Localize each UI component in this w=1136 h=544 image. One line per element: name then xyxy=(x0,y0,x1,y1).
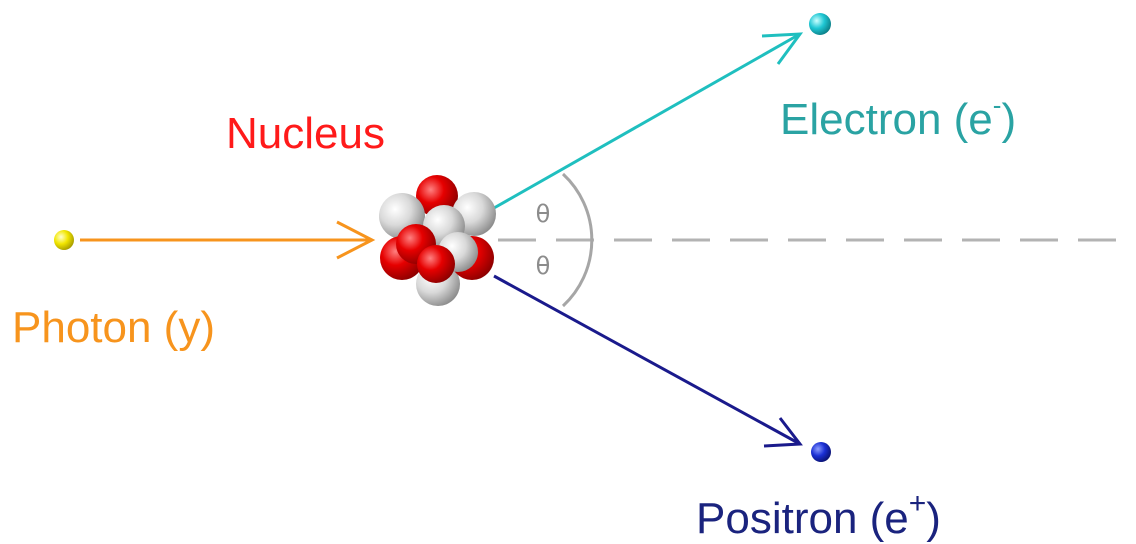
electron-label-close: ) xyxy=(1001,95,1016,144)
nucleus-cluster-icon xyxy=(379,175,496,306)
electron-particle-icon xyxy=(809,13,831,35)
positron-label-superscript: + xyxy=(909,487,927,520)
positron-arrowhead-icon xyxy=(763,417,803,448)
theta-lower-label: θ xyxy=(536,252,551,280)
photon-label: Photon (y) xyxy=(12,303,215,352)
photon-particle-icon xyxy=(54,230,74,250)
positron-path-line xyxy=(493,274,801,446)
photon-arrowhead-icon xyxy=(336,220,376,260)
electron-path-line xyxy=(493,32,801,210)
angle-arc xyxy=(561,172,594,308)
positron-label: Positron (e+) xyxy=(696,487,941,543)
nucleus-label: Nucleus xyxy=(226,109,385,158)
positron-label-close: ) xyxy=(926,494,941,543)
electron-label-superscript: - xyxy=(993,90,1002,120)
electron-label: Electron (e-) xyxy=(780,90,1016,144)
electron-arrowhead-icon xyxy=(761,32,804,65)
positron-particle-icon xyxy=(811,442,831,462)
theta-upper-label: θ xyxy=(536,200,551,228)
positron-label-main: Positron (e xyxy=(696,494,909,543)
electron-label-main: Electron (e xyxy=(780,95,993,144)
